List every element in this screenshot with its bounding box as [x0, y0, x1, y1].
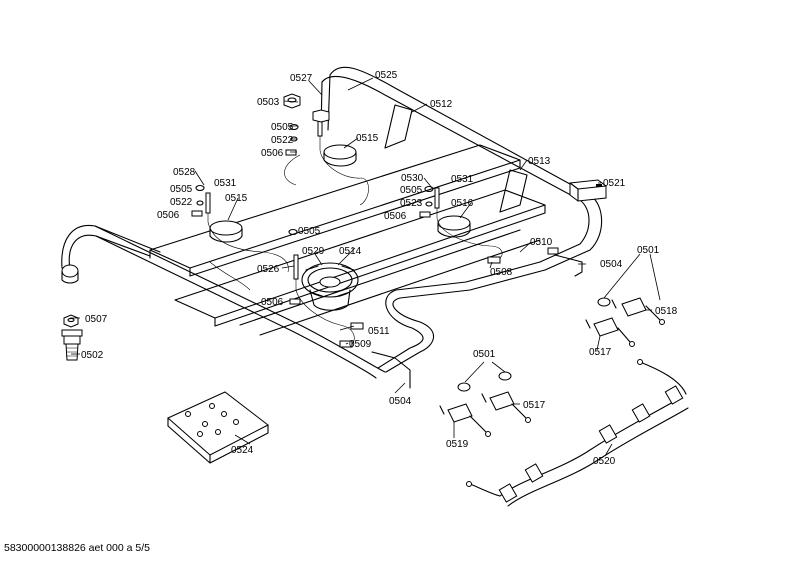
label-0523: 0523: [400, 198, 423, 209]
label-0529: 0529: [302, 246, 325, 257]
label-0525: 0525: [375, 70, 398, 81]
label-0511: 0511: [368, 326, 390, 337]
thermocouples: [205, 115, 559, 348]
label-0509: 0509: [349, 339, 372, 350]
label-0514: 0514: [339, 246, 362, 257]
label-0526: 0526: [257, 264, 280, 275]
label-0517-b: 0517: [523, 400, 546, 411]
label-0504-b: 0504: [389, 396, 412, 407]
label-0519: 0519: [446, 439, 469, 450]
label-0501-a: 0501: [637, 245, 660, 256]
label-0507: 0507: [85, 314, 108, 325]
label-0527: 0527: [290, 73, 313, 84]
label-0506-d: 0506: [261, 297, 284, 308]
label-0503: 0503: [257, 97, 280, 108]
loose-parts: [61, 93, 607, 361]
label-0504-a: 0504: [600, 259, 623, 270]
label-0506-c: 0506: [384, 211, 407, 222]
label-0506-b: 0506: [157, 210, 180, 221]
label-0508: 0508: [490, 267, 513, 278]
label-0522-b: 0522: [170, 197, 193, 208]
gas-valves: [439, 297, 665, 437]
label-0515-b: 0515: [225, 193, 248, 204]
label-0522-a: 0522: [271, 135, 294, 146]
label-0501-b: 0501: [473, 349, 496, 360]
label-0531-b: 0531: [451, 174, 474, 185]
document-footer: 58300000138826 aet 000 a 5/5: [4, 542, 150, 554]
label-0505-d: 0505: [298, 226, 321, 237]
label-0520: 0520: [593, 456, 616, 467]
label-0515-a: 0515: [356, 133, 379, 144]
label-0502: 0502: [81, 350, 104, 361]
gas-pipe-frame: [61, 66, 603, 379]
label-0518: 0518: [655, 306, 678, 317]
label-0513: 0513: [528, 156, 551, 167]
label-0505-c: 0505: [400, 185, 423, 196]
label-0530: 0530: [401, 173, 424, 184]
label-0531-a: 0531: [214, 178, 237, 189]
burner-rail: [149, 144, 546, 336]
label-0505-a: 0505: [271, 122, 294, 133]
label-0521: 0521: [603, 178, 626, 189]
label-0517-a: 0517: [589, 347, 612, 358]
label-0524: 0524: [231, 445, 254, 456]
label-0512: 0512: [430, 99, 453, 110]
leader-lines: [70, 77, 661, 457]
burner-units: [209, 144, 471, 311]
label-0528: 0528: [173, 167, 196, 178]
parts-bag: [167, 391, 269, 464]
label-0510: 0510: [530, 237, 553, 248]
label-0516: 0516: [451, 198, 474, 209]
valve-manifold: [466, 359, 689, 507]
part-labels: 0527 0525 0503 0512 0505 0522 0506 0515 …: [81, 70, 678, 467]
label-0506-a: 0506: [261, 148, 284, 159]
label-0505-b: 0505: [170, 184, 193, 195]
brackets: [371, 104, 583, 389]
